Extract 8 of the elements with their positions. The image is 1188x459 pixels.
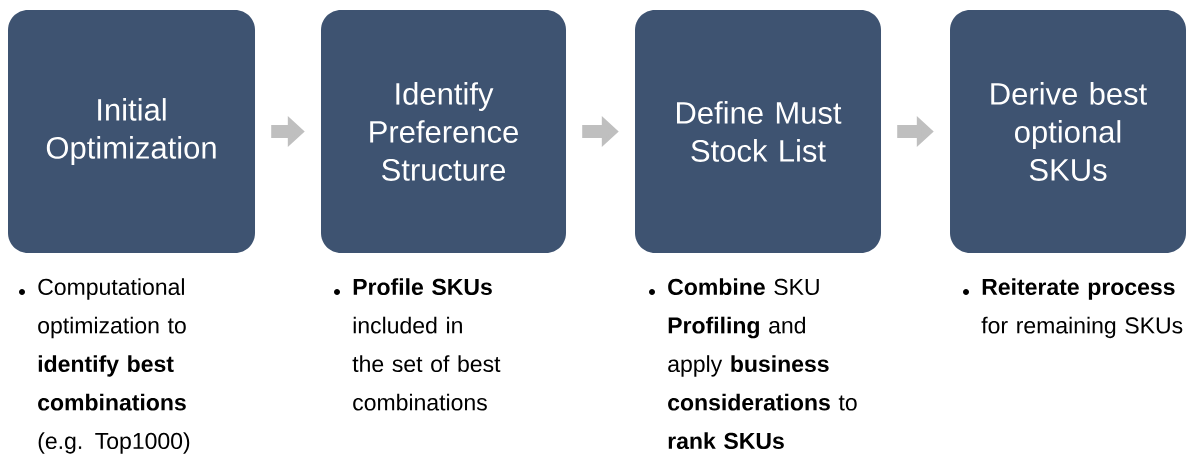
bullet-text: Reiterate process for remaining SKUs <box>981 278 1183 339</box>
process-box: Derive best optional SKUs <box>950 10 1186 253</box>
process-box: Identify Preference Structure <box>321 10 566 253</box>
bullet-text: Combine SKU Profiling and apply business considerations to rank SKUs <box>668 278 857 450</box>
bullet-text: Profile SKUs included in the set of best combinations <box>352 278 501 411</box>
bullet-text: Computational optimization to identify best combinations (e.g. Top1000) <box>38 278 190 454</box>
process-box: Define Must Stock List <box>635 10 881 253</box>
process-box: Initial Optimization <box>8 10 255 253</box>
